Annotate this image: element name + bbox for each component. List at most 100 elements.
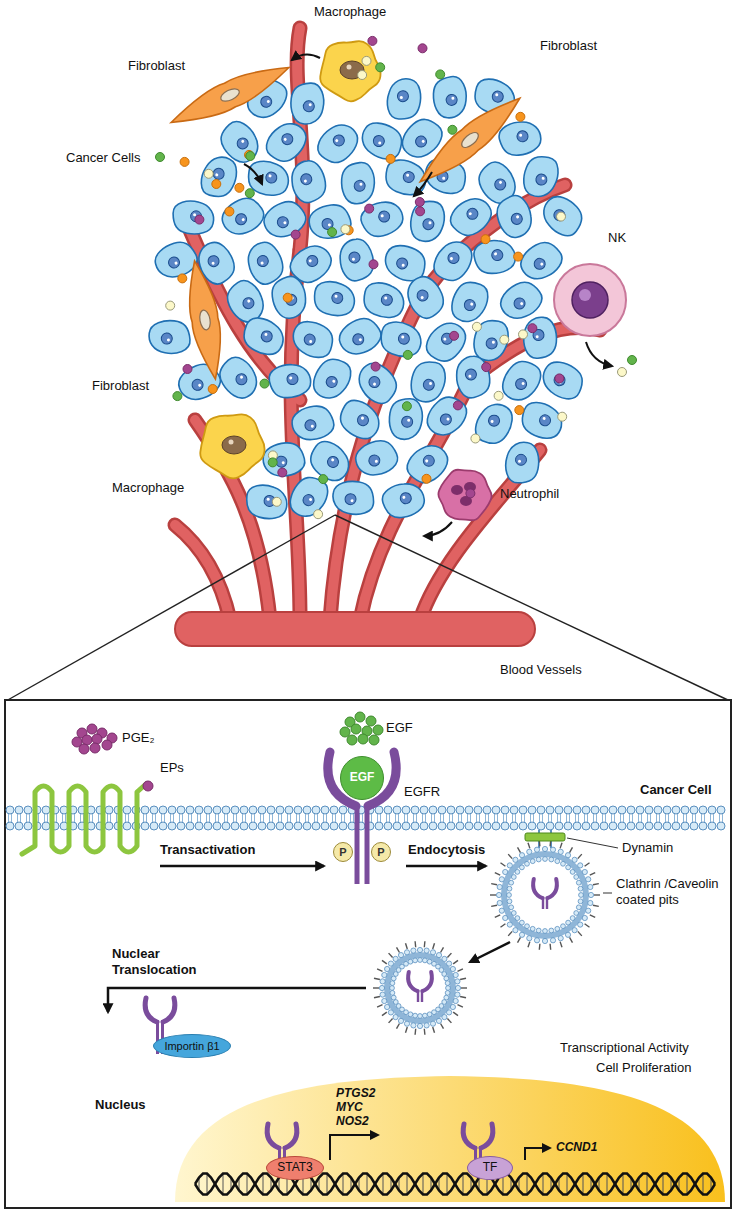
signal-molecule [245,189,254,198]
cancer-cell [358,338,362,342]
cell-membrane [123,822,131,830]
cancer-cell [290,82,326,125]
cell-membrane [611,813,612,823]
cancer-cell [516,130,530,144]
cancer-cell [378,319,424,359]
gene-name: CCND1 [556,1140,597,1154]
endocytic-vesicle [525,924,530,929]
signal-molecule [314,510,323,519]
endocytic-vesicle [453,998,458,1003]
endocytic-vesicle [390,991,395,996]
cell-membrane [107,813,108,823]
endocytic-vesicle [417,990,419,1002]
cell-membrane [501,806,509,814]
signal-molecule [180,157,189,166]
part-label: Endocytosis [408,842,485,858]
cancer-cell [377,209,392,224]
cancer-cell [288,317,337,361]
region-title: Nucleus [95,1098,146,1112]
cancer-cell [378,141,382,145]
cell-membrane [386,813,387,823]
cancer-cell [303,100,315,112]
cancer-cell [425,459,429,463]
signal-molecule [466,489,475,498]
endocytic-vesicle [499,908,504,913]
endocytic-vesicle [447,1019,451,1023]
egf-ligand [373,725,383,735]
cell-membrane [305,813,306,823]
endocytic-vesicle [444,976,449,981]
endocytic-vesicle [555,859,560,864]
cell-membrane [438,822,446,830]
fibroblast-cell [181,259,228,382]
cell-membrane [555,822,563,830]
cell-membrane [29,813,30,823]
endocytic-vesicle [433,943,435,949]
dna-helix [583,1174,584,1195]
cell-membrane [393,822,401,830]
cancer-cell [465,206,481,222]
ligand-circle: EGF [340,756,384,800]
cell-membrane [242,813,243,823]
signal-molecule [482,363,491,372]
dna-helix [647,1174,648,1195]
signal-molecule [246,152,255,161]
cancer-cell [497,355,546,407]
cell-membrane [713,813,714,823]
endocytic-vesicle [578,922,583,927]
endocytic-vesicle [389,953,393,957]
cell-membrane [170,813,171,823]
cancer-cell [212,167,226,181]
pge2-cluster [90,743,100,753]
cell-membrane [326,813,327,823]
blood-vessel [175,525,230,620]
endocytic-vesicle [590,915,595,918]
endocytic-vesicle [418,958,423,963]
cancer-cell [247,299,251,303]
cell-membrane [555,806,563,814]
endocytic-vesicle [503,915,508,920]
dna-helix [247,1174,248,1195]
cell-membrane [24,822,32,830]
cell-membrane [618,822,626,830]
pge2-cluster [79,744,89,754]
endocytic-vesicle [578,931,582,936]
cell-membrane [236,813,237,823]
dna-helix [663,1174,664,1195]
cell-membrane [375,822,383,830]
cell-membrane [287,813,288,823]
cell-membrane [303,806,311,814]
endocytic-vesicle [445,981,450,986]
cancer-cell [267,273,311,322]
endocytic-vesicle [388,961,393,966]
egf-ligand [355,712,365,722]
nk-cell [572,282,608,318]
cancer-cell [213,352,265,404]
cell-membrane [494,813,495,823]
cancer-cell [541,177,545,181]
cancer-cell [421,390,472,442]
transcription-arrow [525,1148,550,1160]
cell-membrane [510,822,518,830]
endocytic-vesicle [455,992,460,997]
cell-membrane [407,813,408,823]
endocytic-vesicle [543,929,548,934]
signal-molecule [283,293,292,302]
macrophage-cell [320,41,380,101]
macrophage-cell [320,41,380,101]
cell-membrane [191,813,192,823]
endocytic-vesicle [382,972,387,977]
cancer-cell [506,442,539,482]
blood-vessel [175,525,230,620]
cell-membrane [209,813,210,823]
dna-helix [383,1174,384,1195]
endocytic-vesicle [404,1021,409,1026]
neutrophil-cell [438,470,491,520]
cancer-cell [355,413,370,428]
cell-membrane [276,822,284,830]
cancer-cell [429,235,477,286]
cancer-cell [359,183,362,186]
cell-membrane [128,813,129,823]
leader-line [603,893,612,894]
